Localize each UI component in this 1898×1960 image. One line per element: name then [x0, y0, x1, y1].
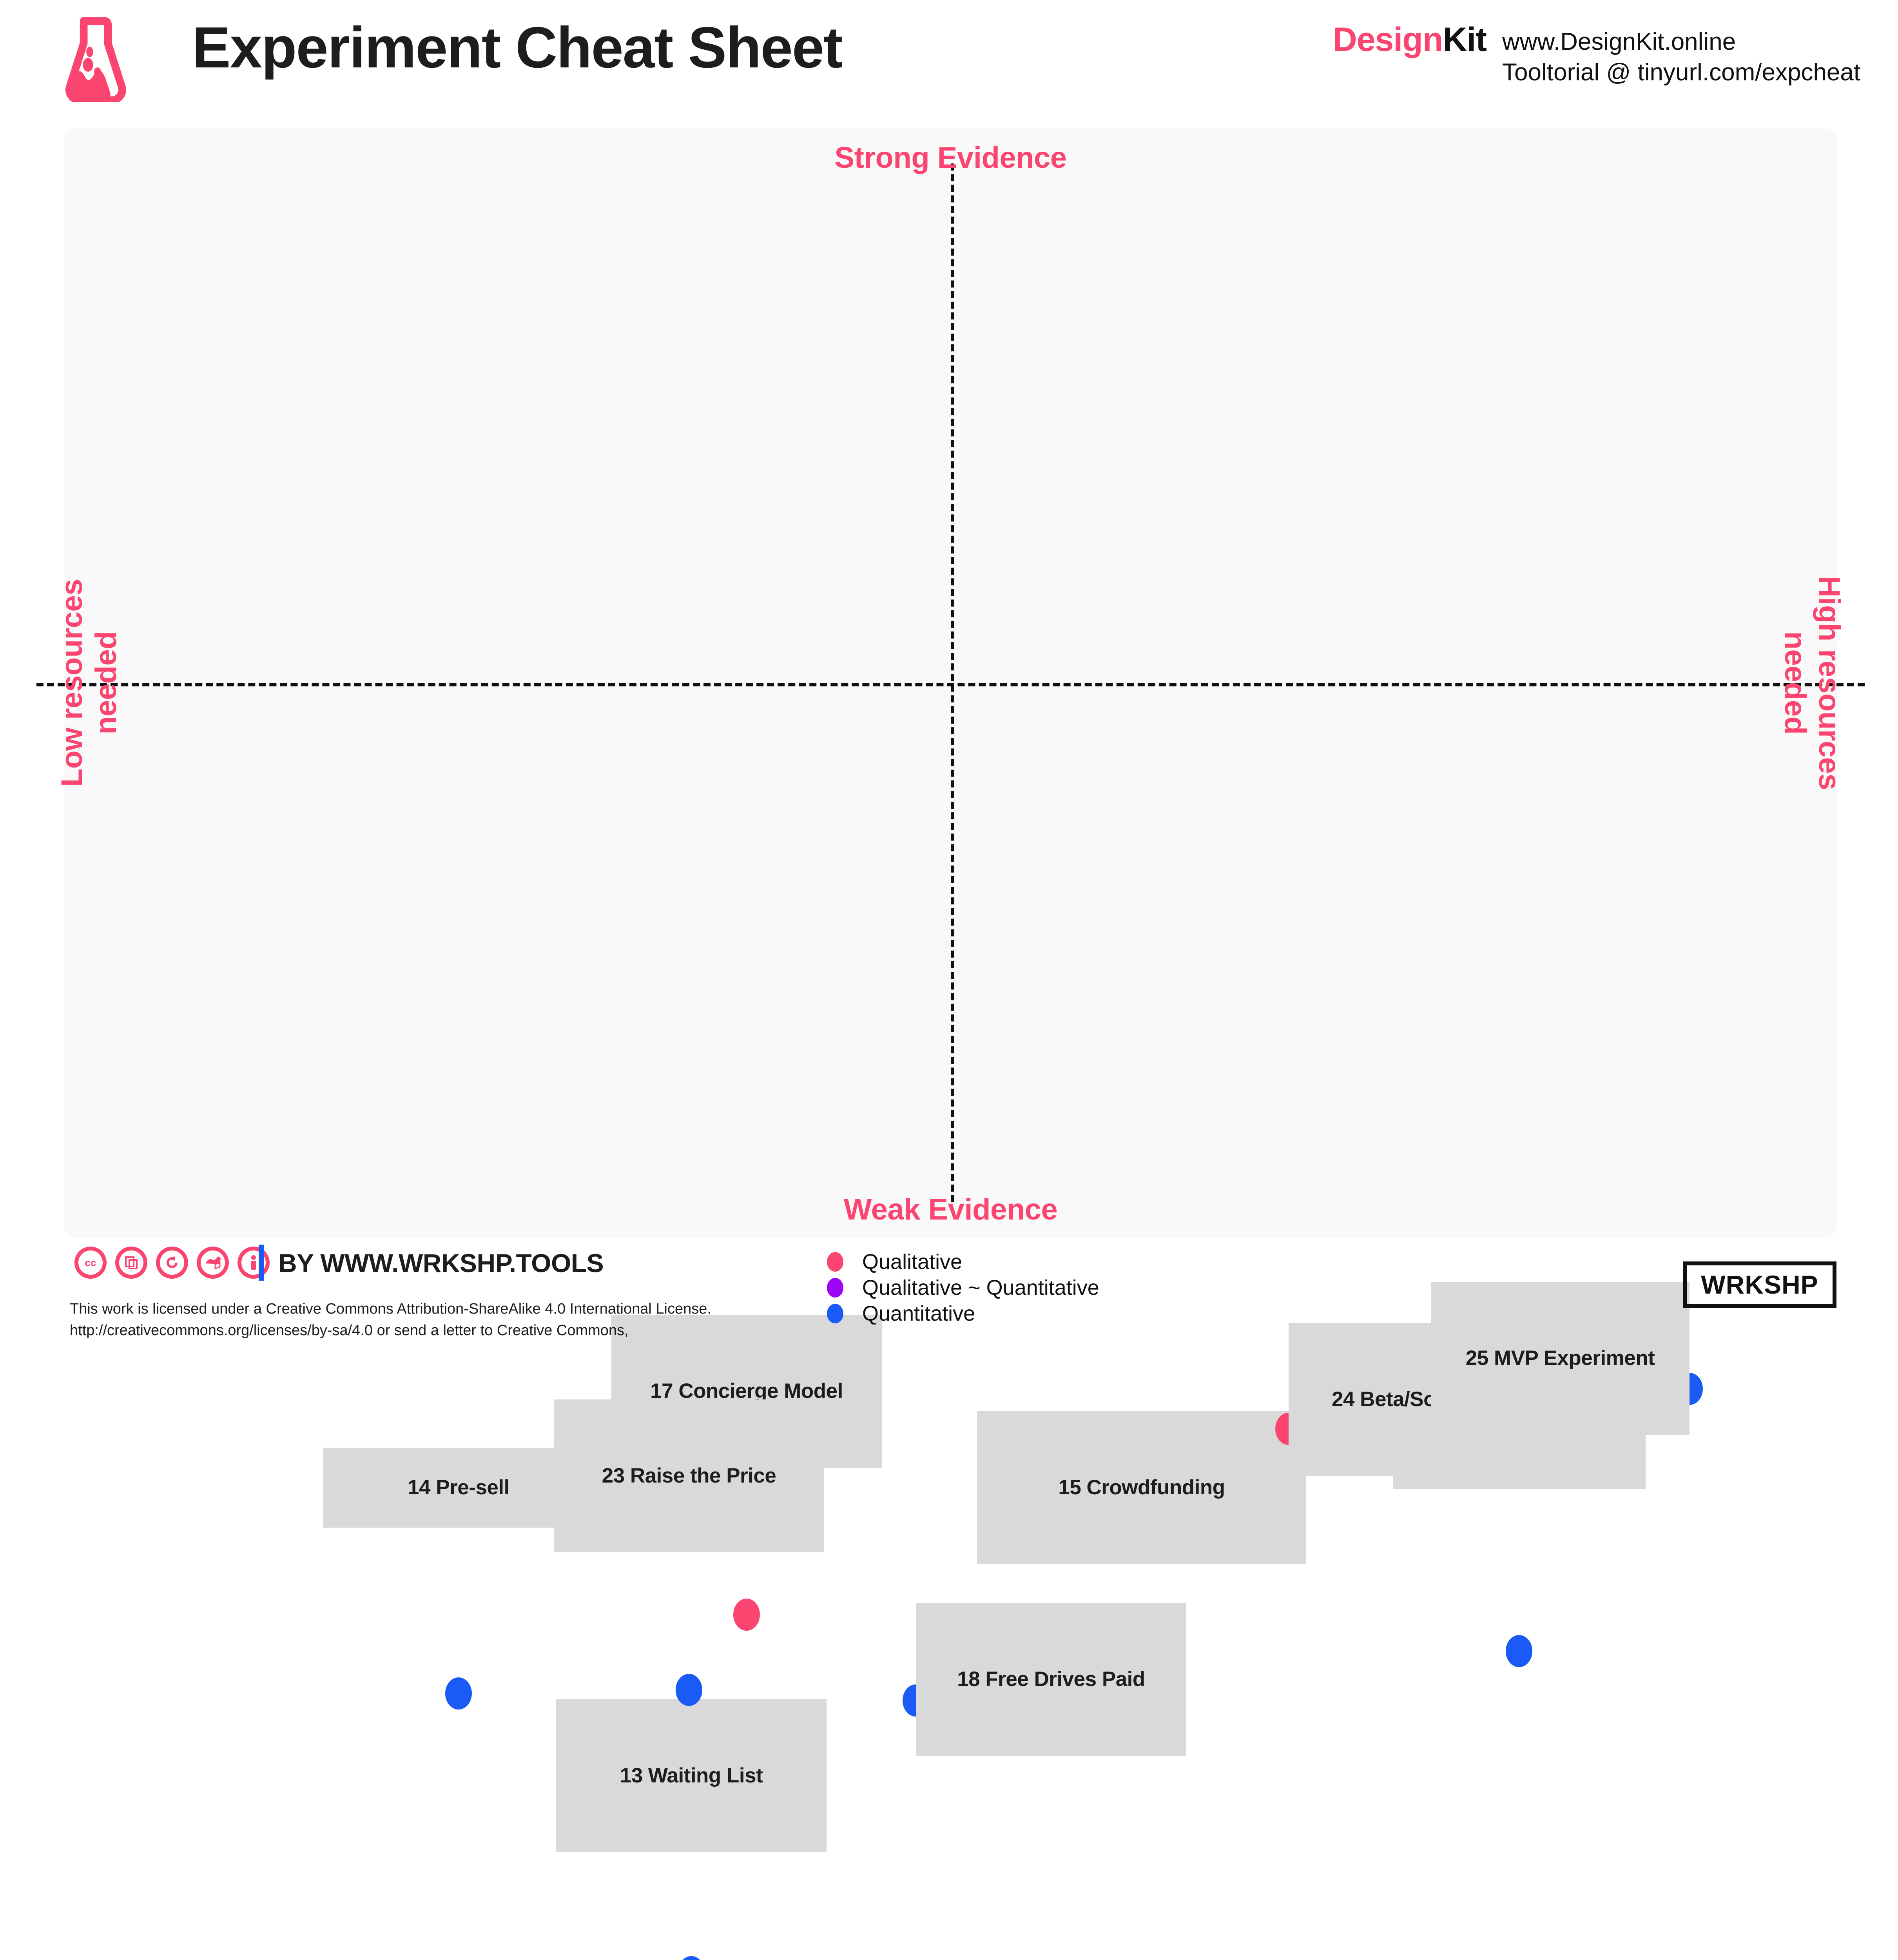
callout-tail-01 — [64, 128, 1867, 1265]
legend-item-1: Qualitative — [827, 1250, 1099, 1274]
callout-label-14[interactable]: 14 Pre-sell — [323, 1448, 594, 1528]
data-point-17[interactable] — [733, 1599, 760, 1631]
callout-label-18[interactable]: 18 Free Drives Paid — [916, 1603, 1186, 1756]
designkit-logo: DesignKit — [1298, 21, 1487, 58]
callout-tail-21 — [64, 128, 1867, 1265]
callout-tail-08 — [64, 128, 1867, 1265]
flask-icon — [65, 17, 126, 102]
legend-label: Quantitative — [862, 1302, 975, 1325]
brand-links[interactable]: www.DesignKit.online Tooltorial @ tinyur… — [1502, 28, 1861, 86]
horizontal-axis-divider — [36, 683, 1865, 686]
legend-item-2: Qualitative ~ Quantitative — [827, 1276, 1099, 1299]
brand-block: DesignKit www.DesignKit.online Tooltoria… — [1298, 16, 1871, 94]
callout-label-15[interactable]: 15 Crowdfunding — [977, 1411, 1306, 1564]
callout-tail-12 — [64, 128, 1867, 1265]
legend-dot — [827, 1304, 843, 1323]
footer-by-text: BY WWW.WRKSHP.TOOLS — [278, 1249, 604, 1278]
callout-tail-24 — [64, 128, 1867, 1265]
cc-icon: cc — [74, 1247, 107, 1279]
legend-item-3: Quantitative — [827, 1302, 1099, 1325]
license-text: This work is licensed under a Creative C… — [70, 1301, 711, 1339]
page-header: Experiment Cheat Sheet DesignKit www.Des… — [0, 0, 1898, 128]
remix-icon — [197, 1247, 229, 1279]
copy-icon — [115, 1247, 147, 1279]
legend-dot — [827, 1278, 843, 1298]
callout-tail-10 — [64, 128, 1867, 1265]
brand-kit-text: Kit — [1443, 21, 1487, 58]
experiment-matrix-panel: Strong Evidence Weak Evidence Low resour… — [36, 128, 1865, 1960]
share-alike-icon — [156, 1247, 188, 1279]
page-title: Experiment Cheat Sheet — [192, 15, 843, 80]
callout-tail-09 — [64, 128, 1867, 1265]
legend-label: Qualitative — [862, 1250, 963, 1274]
callout-tail-18 — [64, 128, 1867, 1265]
footer-divider — [259, 1245, 264, 1281]
axis-label-weak-evidence: Weak Evidence — [843, 1193, 1058, 1226]
callout-tail-17 — [64, 128, 1867, 1265]
callout-label-23[interactable]: 23 Raise the Price — [554, 1399, 824, 1552]
callout-tail-23 — [64, 128, 1867, 1265]
legend-label: Qualitative ~ Quantitative — [862, 1276, 1099, 1299]
callout-tail-15 — [64, 128, 1867, 1265]
wrkshp-badge: WRKSHP — [1683, 1261, 1836, 1308]
callout-tail-16 — [64, 128, 1867, 1265]
data-point-23[interactable] — [676, 1674, 702, 1706]
brand-design-text: Design — [1332, 21, 1443, 58]
axis-label-low-resources: Low resources needed — [55, 579, 123, 787]
creative-commons-icons: cc — [74, 1247, 270, 1279]
axis-label-strong-evidence: Strong Evidence — [834, 141, 1067, 174]
callout-label-13[interactable]: 13 Waiting List — [556, 1699, 827, 1852]
callout-tail-22 — [64, 128, 1867, 1265]
callout-tail-13 — [64, 128, 1867, 1265]
callout-tail-14 — [64, 128, 1867, 1265]
callout-tail-06 — [64, 128, 1867, 1265]
callout-tail-03 — [64, 128, 1867, 1265]
data-point-13[interactable] — [678, 1956, 705, 1960]
svg-text:cc: cc — [85, 1257, 96, 1269]
callout-tail-11 — [64, 128, 1867, 1265]
callout-tail-25 — [64, 128, 1867, 1265]
callout-tail-02 — [64, 128, 1867, 1265]
callout-tail-07 — [64, 128, 1867, 1265]
callout-tail-19 — [64, 128, 1867, 1265]
wrkshp-badge-label: WRKSHP — [1701, 1270, 1818, 1299]
data-point-16[interactable] — [1506, 1635, 1532, 1667]
callout-tail-05 — [64, 128, 1867, 1265]
callout-tail-04 — [64, 128, 1867, 1265]
attribution-icon — [237, 1247, 270, 1279]
data-point-14[interactable] — [445, 1677, 472, 1710]
legend-dot — [827, 1252, 843, 1272]
callout-tail-20 — [64, 128, 1867, 1265]
axis-label-high-resources: High resources needed — [1778, 575, 1846, 790]
